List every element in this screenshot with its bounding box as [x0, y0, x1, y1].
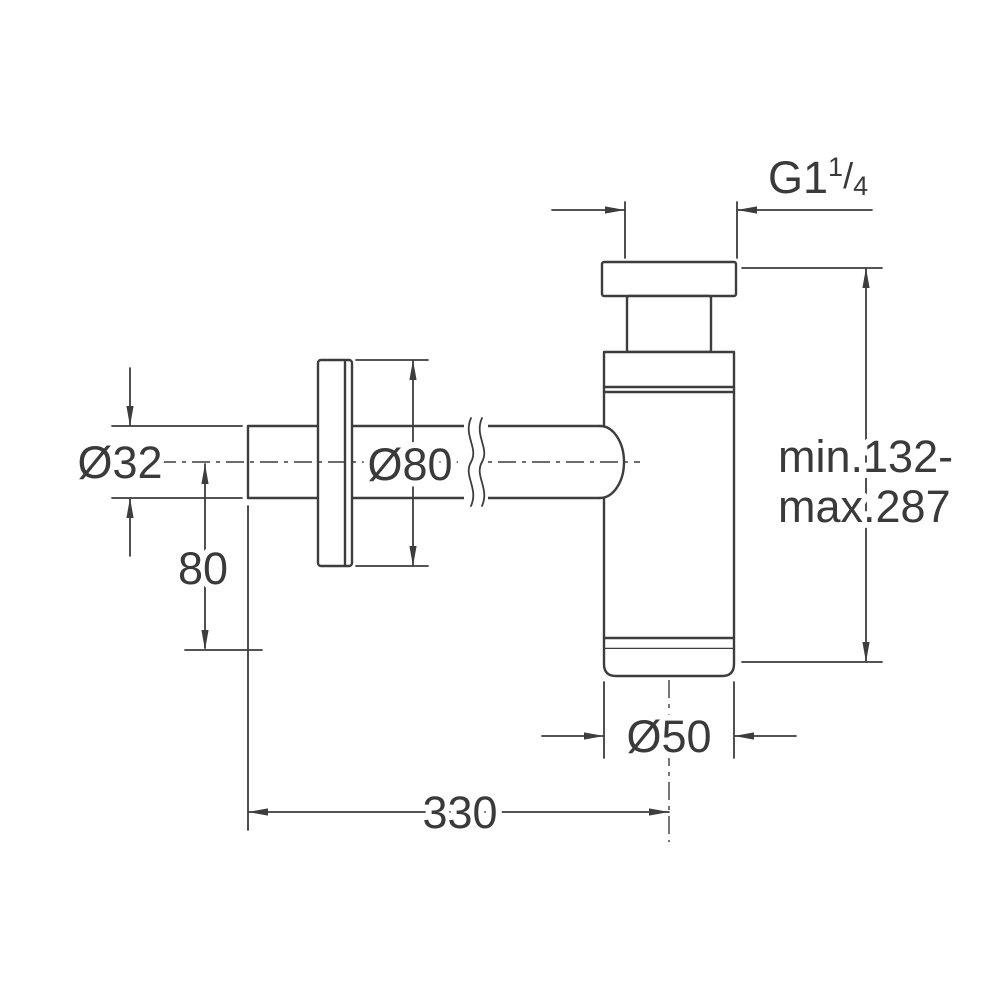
trap-body: [600, 260, 738, 678]
pipe-walls: [246, 424, 602, 500]
length-dim-lines: [247, 505, 670, 831]
thread-neck: [625, 294, 713, 354]
top-flange: [600, 260, 738, 298]
arrow-length-left: [248, 808, 268, 816]
body-outline: [602, 350, 736, 651]
dim-label-thread-size: G11/4: [768, 152, 868, 203]
thread-dim-lines: [551, 201, 873, 259]
height-range-line1: min.132-: [778, 431, 953, 482]
arrow-drop-bottom: [201, 630, 209, 650]
inlet-pipe: [246, 424, 626, 500]
arrow-height-bottom: [862, 642, 870, 662]
centerlines: [158, 461, 670, 842]
dim-label-flange-diameter: Ø80: [367, 439, 452, 490]
dim-label-height-range: min.132-max.287: [778, 431, 953, 532]
thread-prefix: G1: [768, 152, 828, 203]
arrow-body-left: [584, 732, 604, 740]
arrow-flange-bottom: [409, 546, 417, 566]
dim-label-body-diameter: Ø50: [626, 711, 711, 762]
arrow-thread-left: [605, 206, 625, 214]
height-range-line2: max.287: [778, 481, 951, 532]
arrow-thread-right: [737, 206, 757, 214]
thread-numerator: 1: [828, 152, 843, 182]
body-diameter-dim-lines: [541, 681, 797, 759]
pipe-end-arc: [598, 424, 626, 500]
pipe-diameter-dim-lines: [111, 367, 243, 557]
break-squiggle-right: [478, 417, 486, 507]
break-squiggle-left: [467, 417, 475, 507]
height-range-dim-lines: [741, 267, 883, 663]
arrow-pipe-bottom: [126, 498, 134, 518]
arrow-flange-top: [409, 360, 417, 380]
dim-label-drop: 80: [178, 543, 228, 594]
arrow-body-right: [734, 732, 754, 740]
arrow-drop-top: [201, 464, 209, 484]
dimension-lines: [111, 201, 883, 831]
thread-denominator: 4: [853, 171, 868, 201]
thread-slash: /: [843, 155, 853, 196]
wall-flange: [316, 358, 354, 568]
arrow-length-right: [649, 808, 669, 816]
bottom-cap: [602, 649, 736, 678]
arrow-pipe-top: [126, 406, 134, 426]
dim-label-pipe-diameter: Ø32: [77, 437, 162, 488]
body-fill: [604, 352, 734, 649]
dim-label-overall-length: 330: [422, 787, 497, 838]
labels: G11/4 min.132-max.287 Ø32 Ø80 80 330 Ø50: [71, 152, 959, 844]
flange-diameter-dim-lines: [355, 359, 429, 567]
pipe-break-symbol: [464, 417, 488, 507]
arrowheads: [126, 206, 870, 816]
arrow-height-top: [862, 268, 870, 288]
union-joint-lines: [602, 385, 736, 640]
wall-flange-plate: [316, 358, 354, 568]
drop-dim-lines: [184, 463, 263, 651]
